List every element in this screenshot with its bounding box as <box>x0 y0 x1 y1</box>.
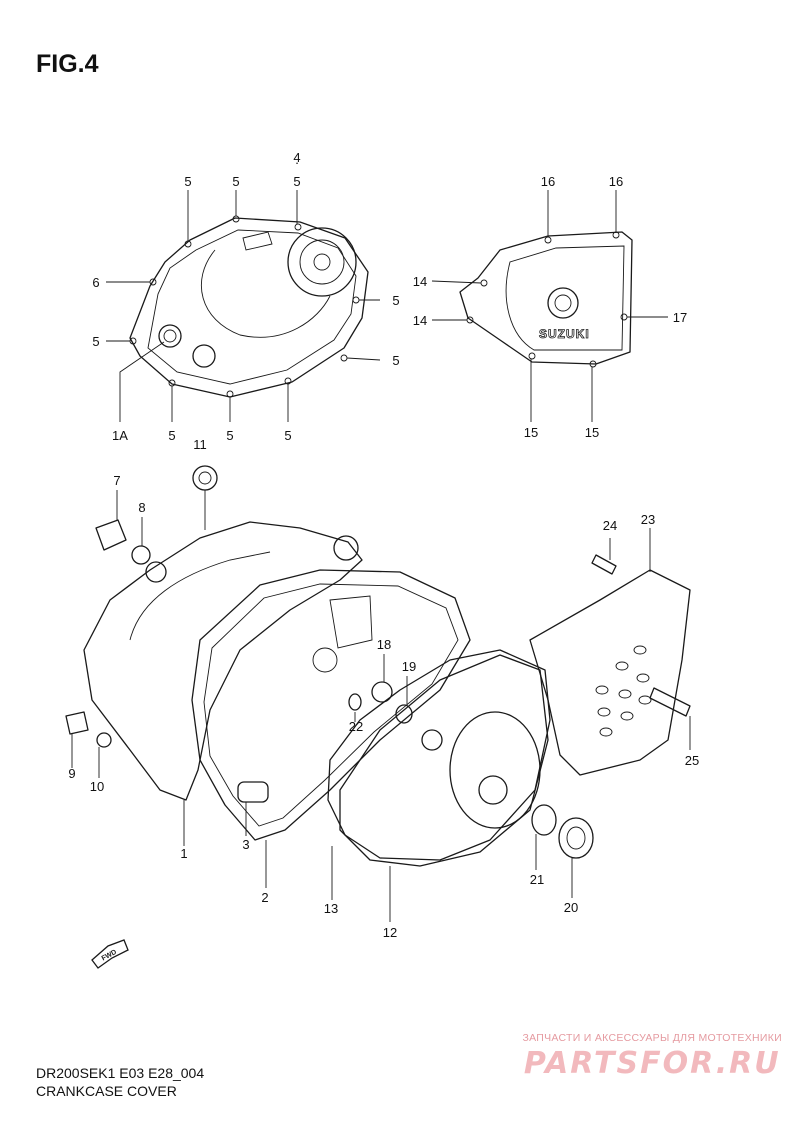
callout-15: 15 <box>524 425 538 440</box>
crankcase-cover-exploded-drawing <box>65 465 691 867</box>
callout-10: 10 <box>90 779 104 794</box>
callout-4: 4 <box>293 150 300 165</box>
exploded-leader-lines <box>71 490 691 922</box>
watermark-tagline: ЗАПЧАСТИ И АКСЕССУАРЫ ДЛЯ МОТОТЕХНИКИ <box>522 1032 782 1044</box>
callout-20: 20 <box>564 900 578 915</box>
callout-6: 6 <box>92 275 99 290</box>
section-name: CRANKCASE COVER <box>36 1083 177 1099</box>
cover-emblem-text: SUZUKI <box>539 327 590 341</box>
callout-5: 5 <box>392 293 399 308</box>
callout-16: 16 <box>541 174 555 189</box>
callout-14: 14 <box>413 313 427 328</box>
callout-5: 5 <box>232 174 239 189</box>
callout-11: 11 <box>193 437 207 452</box>
callout-7: 7 <box>113 473 120 488</box>
callout-24: 24 <box>603 518 617 533</box>
callout-14: 14 <box>413 274 427 289</box>
callout-21: 21 <box>530 872 544 887</box>
magneto-cover-leader-lines <box>431 190 668 422</box>
callout-23: 23 <box>641 512 655 527</box>
figure-title: FIG.4 <box>36 50 99 78</box>
callout-16: 16 <box>609 174 623 189</box>
callout-25: 25 <box>685 753 699 768</box>
callout-5: 5 <box>284 428 291 443</box>
callout-5: 5 <box>168 428 175 443</box>
callout-3: 3 <box>242 837 249 852</box>
watermark: ЗАПЧАСТИ И АКСЕССУАРЫ ДЛЯ МОТОТЕХНИКИ PA… <box>522 1032 782 1081</box>
callout-1: 1 <box>180 846 187 861</box>
clutch-cover-drawing <box>129 215 369 398</box>
callout-2: 2 <box>261 890 268 905</box>
callout-labels: 4 · 5 5 5 5 5 5 5 5 5 5 6 1A 16 16 14 14… <box>68 150 699 940</box>
callout-5: 5 <box>92 334 99 349</box>
callout-5: 5 <box>184 174 191 189</box>
callout-12: 12 <box>383 925 397 940</box>
callout-22: 22 <box>349 719 363 734</box>
callout-9: 9 <box>68 766 75 781</box>
fwd-arrow-icon: FWD <box>91 939 129 969</box>
callout-15: 15 <box>585 425 599 440</box>
callout-5: 5 <box>226 428 233 443</box>
svg-text:·: · <box>295 155 299 170</box>
callout-1a: 1A <box>112 428 128 443</box>
watermark-brand: PARTSFOR.RU <box>523 1046 781 1081</box>
clutch-cover-leader-lines <box>106 190 381 422</box>
callout-13: 13 <box>324 901 338 916</box>
callout-5: 5 <box>392 353 399 368</box>
callout-8: 8 <box>138 500 145 515</box>
callout-18: 18 <box>377 637 391 652</box>
callout-19: 19 <box>402 659 416 674</box>
footer: DR200SEK1 E03 E28_004 CRANKCASE COVER <box>36 1064 204 1100</box>
model-code: DR200SEK1 E03 E28_004 <box>36 1065 205 1081</box>
callout-17: 17 <box>673 310 687 325</box>
magneto-cover-drawing: SUZUKI <box>459 231 633 368</box>
callout-5: 5 <box>293 174 300 189</box>
